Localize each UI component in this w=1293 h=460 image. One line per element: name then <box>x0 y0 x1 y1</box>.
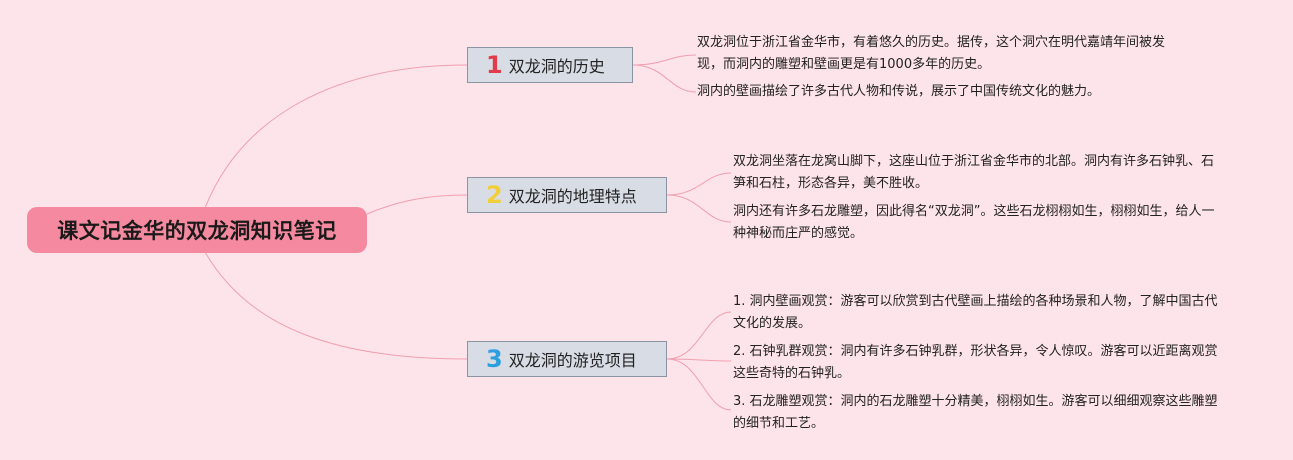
connector-branch-3-leaf-1 <box>666 311 732 360</box>
connector-root-branch-3 <box>204 251 468 360</box>
branch-topic-label: 双龙洞的历史 <box>508 57 605 76</box>
branch-topic-label: 双龙洞的地理特点 <box>508 187 637 206</box>
branch-topic-history[interactable]: 1 双龙洞的历史 <box>467 47 633 83</box>
connector-branch-3-leaf-2 <box>666 358 732 362</box>
connector-root-branch-1 <box>204 64 468 209</box>
number-3-icon: 3 <box>486 345 503 373</box>
leaf-geography-dragons[interactable]: 洞内还有许多石龙雕塑，因此得名“双龙洞”。这些石龙栩栩如生，栩栩如生，给人一种神… <box>733 204 1215 241</box>
connector-branch-1-leaf-2 <box>632 64 697 93</box>
root-topic-label: 课文记金华的双龙洞知识笔记 <box>57 219 337 243</box>
leaf-tour-stalactites[interactable]: 2. 石钟乳群观赏：洞内有许多石钟乳群，形状各异，令人惊叹。游客可以近距离观赏这… <box>733 344 1218 381</box>
branch-topic-geography[interactable]: 2 双龙洞的地理特点 <box>467 177 667 213</box>
root-topic[interactable]: 课文记金华的双龙洞知识笔记 <box>27 207 367 253</box>
number-1-icon: 1 <box>486 51 503 79</box>
leaf-geography-location[interactable]: 双龙洞坐落在龙窝山脚下，这座山位于浙江省金华市的北部。洞内有许多石钟乳、石笋和石… <box>733 154 1215 191</box>
connector-branch-1-leaf-1 <box>632 54 697 66</box>
connector-branch-2-leaf-1 <box>666 172 732 196</box>
branch-topic-tour-items[interactable]: 3 双龙洞的游览项目 <box>467 341 667 377</box>
number-2-icon: 2 <box>486 181 503 209</box>
leaf-tour-murals[interactable]: 1. 洞内壁画观赏：游客可以欣赏到古代壁画上描绘的各种场景和人物，了解中国古代文… <box>733 294 1218 331</box>
leaf-history-murals[interactable]: 洞内的壁画描绘了许多古代人物和传说，展示了中国传统文化的魅力。 <box>697 84 1101 99</box>
connector-branch-3-leaf-3 <box>666 358 732 411</box>
branch-topic-label: 双龙洞的游览项目 <box>508 351 637 370</box>
connector-root-branch-2 <box>366 194 468 215</box>
leaf-history-origin[interactable]: 双龙洞位于浙江省金华市，有着悠久的历史。据传，这个洞穴在明代嘉靖年间被发现，而洞… <box>697 35 1166 72</box>
connector-branch-2-leaf-2 <box>666 194 732 223</box>
leaf-tour-dragon-sculptures[interactable]: 3. 石龙雕塑观赏：洞内的石龙雕塑十分精美，栩栩如生。游客可以细细观察这些雕塑的… <box>733 394 1218 431</box>
